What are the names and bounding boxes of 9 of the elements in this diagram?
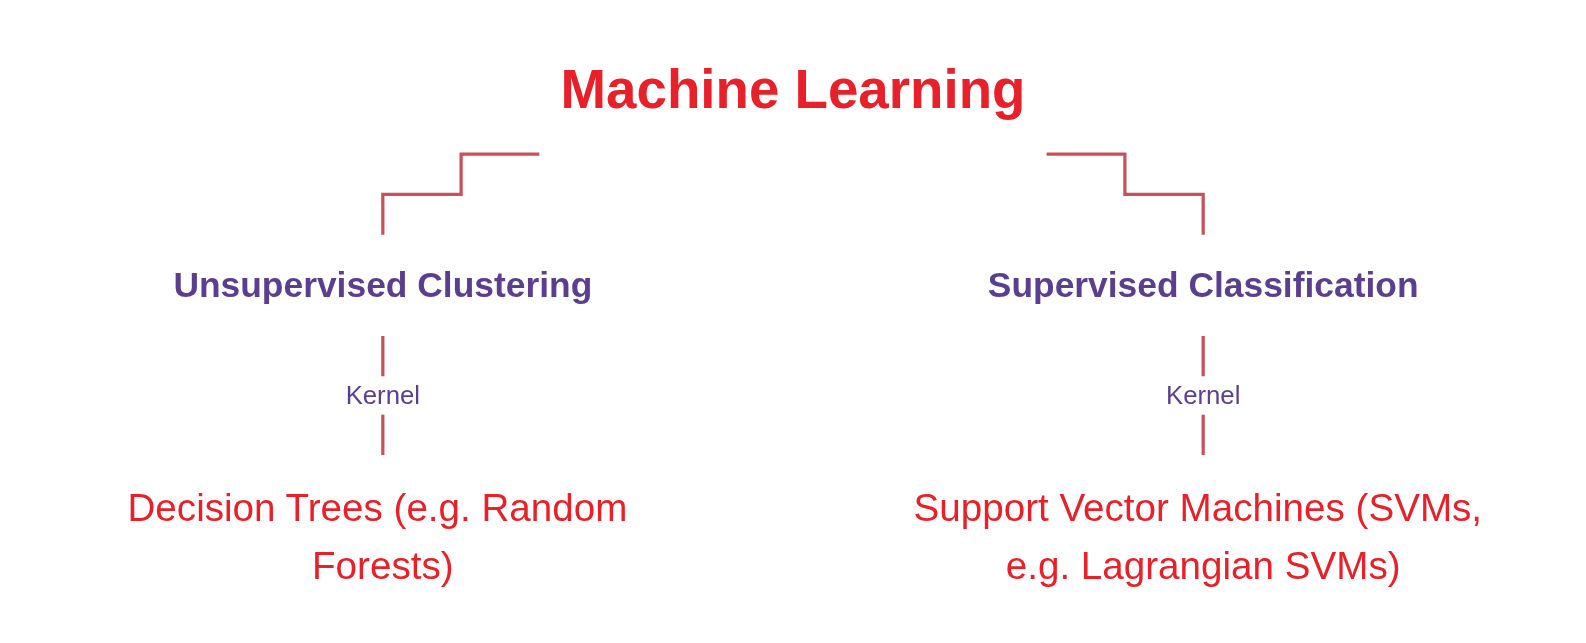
node-text: Decision Trees (e.g. Random Forests) [127,485,628,587]
edge-label: Kernel [1165,381,1241,409]
connector [381,152,540,237]
connector [1046,152,1205,237]
node-text: Machine Learning [560,57,1026,119]
node-text: Support Vector Machines (SVMs, e.g. Lagrangian SVMs) [913,485,1483,587]
edge-label: Kernel [345,381,421,409]
node-text: Unsupervised Clustering [173,265,593,306]
node-text: Supervised Classification [987,265,1419,306]
